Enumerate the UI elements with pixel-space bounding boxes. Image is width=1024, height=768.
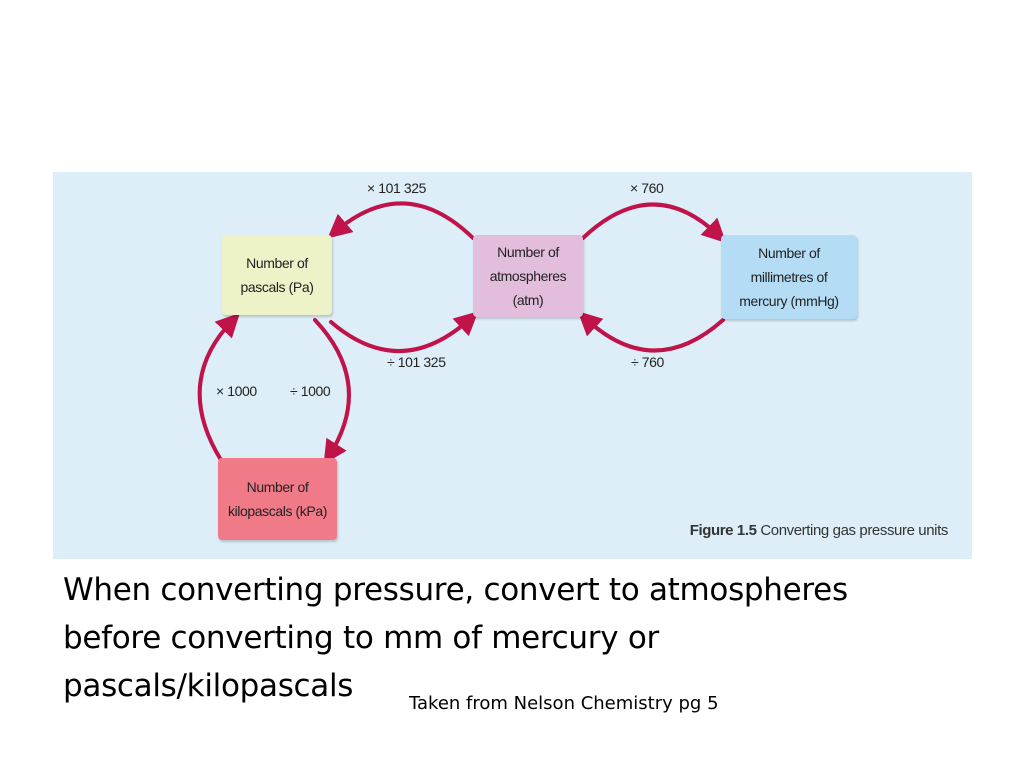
arrow-pa-to-kpa	[313, 318, 351, 465]
node-kilopascals: Number of kilopascals (kPa)	[218, 458, 337, 540]
pressure-conversion-figure: Number of pascals (Pa) Number of atmosph…	[53, 172, 972, 559]
node-atmospheres-label: Number of atmospheres (atm)	[489, 244, 567, 308]
node-pascals-label: Number of pascals (Pa)	[240, 255, 314, 295]
node-mercury: Number of millimetres of mercury (mmHg)	[721, 235, 857, 319]
label-mmhg-to-atm: ÷ 760	[631, 354, 664, 370]
arrow-atm-to-mmhg	[581, 202, 727, 243]
label-atm-to-mmhg: × 760	[630, 180, 664, 196]
node-atmospheres: Number of atmospheres (atm)	[473, 235, 583, 317]
arrow-atm-to-pa	[327, 201, 475, 240]
label-kpa-to-pa: × 1000	[216, 383, 257, 399]
label-pa-to-atm: ÷ 101 325	[387, 354, 446, 370]
node-kilopascals-label: Number of kilopascals (kPa)	[227, 479, 327, 519]
figure-caption-text: Converting gas pressure units	[756, 522, 948, 539]
arrows-layer	[197, 201, 727, 465]
slide-body-text: When converting pressure, convert to atm…	[63, 572, 848, 704]
label-atm-to-pa: × 101 325	[367, 180, 427, 196]
source-note: Taken from Nelson Chemistry pg 5	[409, 693, 719, 714]
arrow-pa-to-atm	[329, 311, 479, 353]
node-pascals: Number of pascals (Pa)	[222, 235, 332, 315]
label-pa-to-kpa: ÷ 1000	[290, 383, 331, 399]
arrow-mmhg-to-atm	[577, 311, 725, 353]
arrow-kpa-to-pa	[197, 312, 240, 462]
figure-caption: Figure 1.5 Converting gas pressure units	[689, 522, 949, 539]
node-mercury-label: Number of millimetres of mercury (mmHg)	[739, 245, 839, 309]
figure-caption-number: Figure 1.5	[689, 522, 757, 539]
